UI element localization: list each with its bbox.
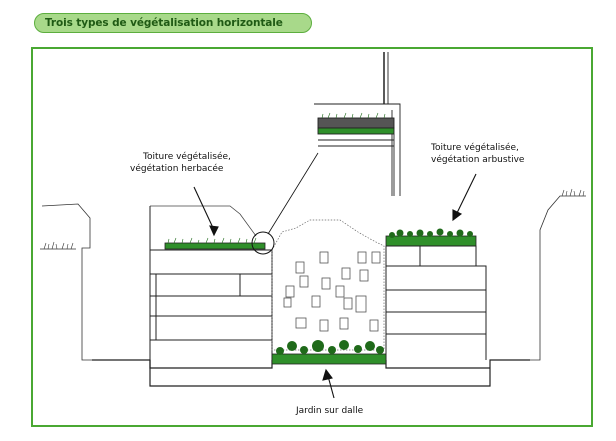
shrub-vegetation bbox=[389, 228, 473, 238]
arrow-arbustive bbox=[452, 173, 477, 222]
detail-circle bbox=[251, 231, 275, 255]
right-neighbor-building bbox=[530, 188, 586, 361]
left-neighbor-building bbox=[40, 203, 92, 361]
central-facade bbox=[271, 219, 385, 351]
label-arbustive-2: végétation arbustive bbox=[431, 154, 525, 165]
right-plants bbox=[561, 188, 585, 197]
left-plants bbox=[43, 241, 74, 250]
label-arbustive-1: Toiture végétalisée, bbox=[430, 142, 519, 153]
right-building bbox=[385, 228, 487, 360]
garden-on-slab bbox=[271, 340, 387, 365]
figure-title: Trois types de végétalisation horizontal… bbox=[34, 13, 312, 33]
label-jardin: Jardin sur dalle bbox=[295, 406, 364, 416]
detail-connector bbox=[267, 152, 319, 235]
facade-windows bbox=[283, 251, 381, 332]
label-herbacee-1: Toiture végétalisée, bbox=[142, 151, 231, 162]
arrow-jardin bbox=[322, 368, 335, 399]
herbaceous-vegetation bbox=[167, 237, 257, 244]
arrow-herbacee bbox=[193, 186, 219, 237]
label-herbacee-2: végétation herbacée bbox=[130, 163, 224, 174]
detail-inset bbox=[314, 52, 401, 196]
inset-vegetation bbox=[321, 112, 386, 119]
